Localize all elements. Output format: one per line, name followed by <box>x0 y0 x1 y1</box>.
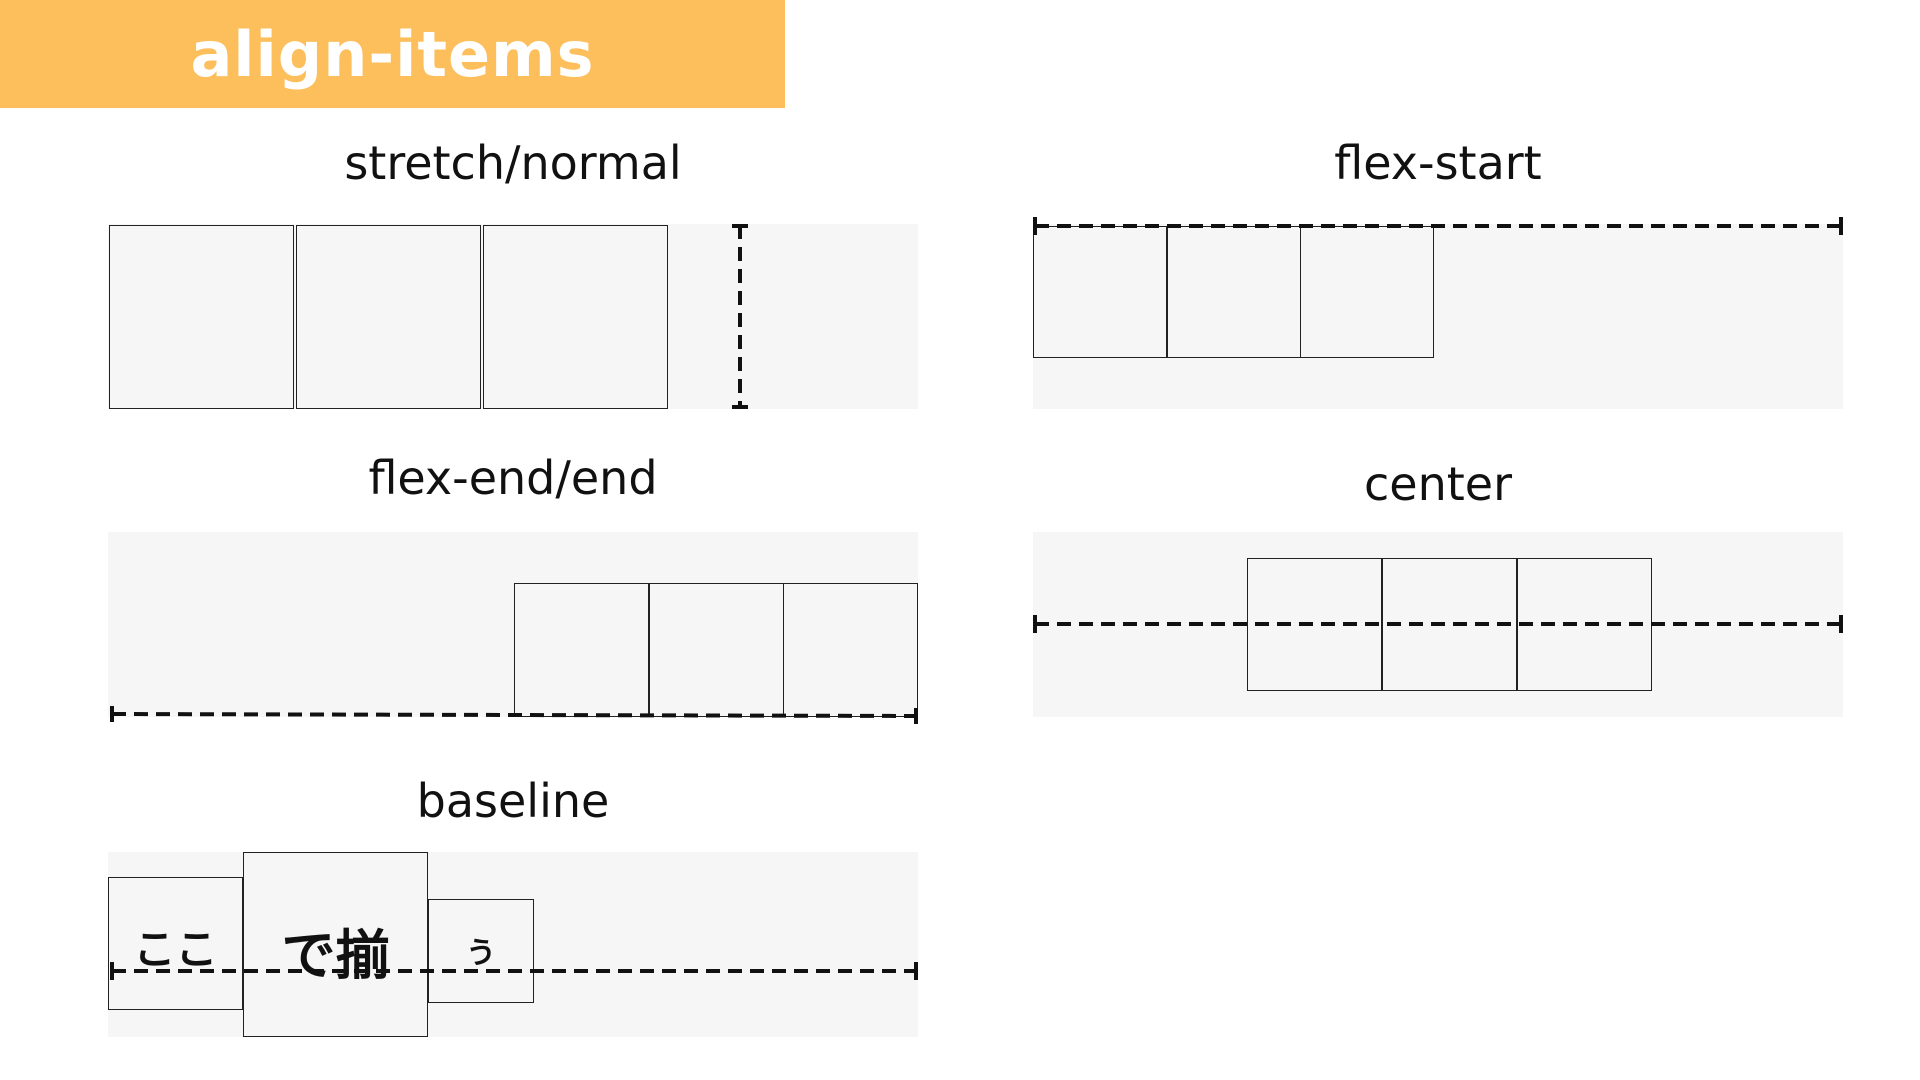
flex-item-baseline: ここ <box>108 877 243 1010</box>
panel-flex-start: flex-start <box>1033 130 1843 410</box>
baseline-item-text: う <box>466 936 496 971</box>
flex-item <box>514 583 649 717</box>
flex-item <box>1247 558 1382 691</box>
baseline-item-text: で揃 <box>281 924 390 987</box>
panel-label-flex-start: flex-start <box>1334 136 1542 190</box>
panel-flex-end: flex-end/end <box>108 445 918 725</box>
baseline-item-text: ここ <box>133 925 218 974</box>
panel-baseline: baseline ここ で揃 う <box>108 770 918 1070</box>
flex-item <box>109 225 294 409</box>
flex-item <box>783 583 918 717</box>
flex-container-baseline: ここ で揃 う <box>108 852 918 1037</box>
title-banner: align-items <box>0 0 785 108</box>
flex-item <box>296 225 481 409</box>
panel-center: center <box>1033 445 1843 725</box>
flex-container-center <box>1033 532 1843 717</box>
stretch-height-guide <box>732 224 748 409</box>
flex-container-flex-end <box>108 532 918 724</box>
flex-item <box>1300 226 1434 358</box>
flex-item <box>649 583 784 717</box>
flex-item <box>483 225 668 409</box>
flex-item-baseline: う <box>428 899 534 1003</box>
panel-label-baseline: baseline <box>416 774 610 828</box>
flex-item <box>1033 226 1167 358</box>
baseline-guide-line <box>110 962 918 980</box>
flex-start-guide-line <box>1033 217 1843 235</box>
panel-stretch: stretch/normal <box>108 130 918 410</box>
panel-label-center: center <box>1364 457 1512 511</box>
panel-label-stretch: stretch/normal <box>344 136 682 190</box>
flex-item <box>1382 558 1517 691</box>
flex-container-flex-start <box>1033 217 1843 409</box>
page-title: align-items <box>190 17 595 91</box>
center-guide-line <box>1033 615 1843 633</box>
panel-label-flex-end: flex-end/end <box>368 451 658 505</box>
flex-container-stretch <box>108 224 918 409</box>
flex-end-guide-line <box>110 706 918 724</box>
flex-item-baseline: で揃 <box>243 852 428 1037</box>
